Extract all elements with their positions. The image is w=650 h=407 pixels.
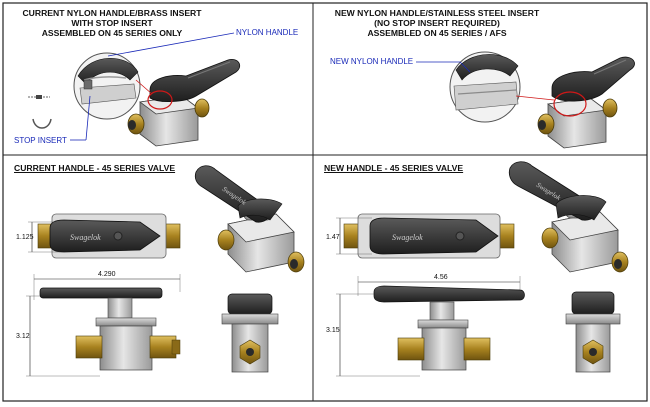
caption-line: NEW NYLON HANDLE/STAINLESS STEEL INSERT xyxy=(334,8,540,18)
nylon-handle-callout: NYLON HANDLE xyxy=(236,28,299,37)
new-nylon-handle-callout: NEW NYLON HANDLE xyxy=(330,57,414,66)
sheet-border xyxy=(2,2,648,402)
new-highlight-ring xyxy=(553,91,587,117)
top-left-valve-illustration xyxy=(127,59,241,147)
new-handle-heading: NEW HANDLE - 45 SERIES VALVE xyxy=(324,163,464,173)
top-right-valve-illustration xyxy=(537,56,635,149)
caption-line: ASSEMBLED ON 45 SERIES ONLY xyxy=(41,28,183,38)
top-left-magnifier xyxy=(73,52,141,120)
new-side-view xyxy=(565,291,621,373)
stop-insert-detail xyxy=(28,95,52,129)
dim-width-current: 4.290 xyxy=(98,271,116,278)
top-right-caption: NEW NYLON HANDLE/STAINLESS STEEL INSERT … xyxy=(330,8,544,38)
current-handle-heading: CURRENT HANDLE - 45 SERIES VALVE xyxy=(14,163,176,173)
dim-height-new: 1.47 xyxy=(326,234,340,241)
new-top-view xyxy=(343,213,515,259)
current-brand-logo: Swagelok xyxy=(70,233,101,242)
new-front-view xyxy=(373,285,525,371)
dim-height-current: 1.125 xyxy=(16,234,34,241)
highlight-ring xyxy=(147,90,173,110)
current-front-view xyxy=(39,287,181,371)
caption-line: CURRENT NYLON HANDLE/BRASS INSERT xyxy=(22,8,202,18)
highlight-leader xyxy=(135,79,153,95)
stop-insert-callout: STOP INSERT xyxy=(14,136,67,145)
current-iso-view xyxy=(194,165,305,273)
current-side-view xyxy=(221,293,279,373)
caption-line: (NO STOP INSERT REQUIRED) xyxy=(374,18,500,28)
top-left-caption: CURRENT NYLON HANDLE/BRASS INSERT WITH S… xyxy=(12,8,212,38)
nylon-handle-leader xyxy=(107,32,235,57)
caption-line: ASSEMBLED ON 45 SERIES / AFS xyxy=(367,28,507,38)
current-top-view xyxy=(37,213,181,259)
caption-line: WITH STOP INSERT xyxy=(71,18,153,28)
dim-total-new: 3.15 xyxy=(326,327,340,334)
dim-total-current: 3.12 xyxy=(16,333,30,340)
dim-width-new: 4.56 xyxy=(434,274,448,281)
new-iso-view xyxy=(508,161,629,273)
new-brand-logo: Swagelok xyxy=(392,233,423,242)
